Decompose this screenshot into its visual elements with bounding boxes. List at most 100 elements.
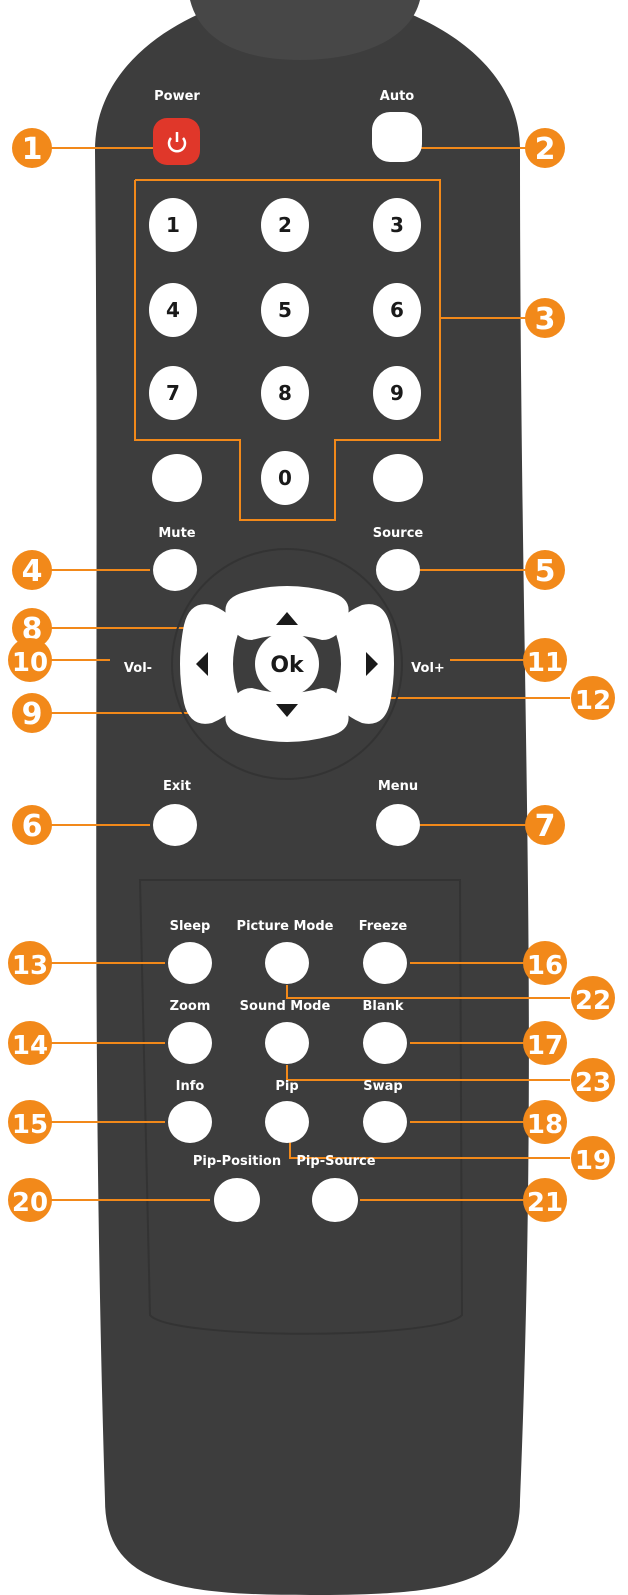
callout-9-number: 9 <box>22 697 43 732</box>
callout-4-badge <box>12 550 52 590</box>
key-0-button[interactable] <box>261 451 309 505</box>
callout-3-badge <box>525 298 565 338</box>
callout-7-number: 7 <box>535 809 556 844</box>
number-pad: 1 2 3 4 5 6 7 8 9 0 <box>149 198 423 505</box>
callout-22-number: 22 <box>575 986 611 1016</box>
callout-8-badge <box>12 608 52 648</box>
remote-top-cap <box>190 0 420 60</box>
swap-button[interactable] <box>363 1101 407 1143</box>
callout-13-badge <box>8 941 52 985</box>
callout-19-number: 19 <box>575 1146 611 1176</box>
key-5-button[interactable] <box>261 283 309 337</box>
arrow-up-icon <box>276 612 298 625</box>
key-6-button[interactable] <box>373 283 421 337</box>
pip-position-button[interactable] <box>214 1178 260 1222</box>
arrow-down-icon <box>276 704 298 717</box>
freeze-button[interactable] <box>363 942 407 984</box>
callout-15-number: 15 <box>12 1110 48 1140</box>
dpad-right-button[interactable] <box>336 604 394 724</box>
callout-14-number: 14 <box>12 1031 48 1061</box>
pip-source-button[interactable] <box>312 1178 358 1222</box>
pip-button[interactable] <box>265 1101 309 1143</box>
sleep-label: Sleep <box>170 919 211 934</box>
power-button[interactable] <box>153 118 200 165</box>
lower-panel <box>138 879 464 1335</box>
info-button[interactable] <box>168 1101 212 1143</box>
callout-6-number: 6 <box>22 809 43 844</box>
callout-13-number: 13 <box>12 951 48 981</box>
ok-button[interactable] <box>255 632 319 696</box>
dpad-left-button[interactable] <box>180 604 238 724</box>
callout-11-badge <box>523 638 567 682</box>
callout-18-number: 18 <box>527 1110 563 1140</box>
blank-button[interactable] <box>363 1022 407 1064</box>
sleep-button[interactable] <box>168 942 212 984</box>
menu-button[interactable] <box>376 804 420 846</box>
source-button[interactable] <box>376 549 420 591</box>
key-7-button[interactable] <box>149 366 197 420</box>
pip-label: Pip <box>275 1079 298 1094</box>
vol-plus-label: Vol+ <box>411 661 445 676</box>
callout-21-badge <box>523 1178 567 1222</box>
callout-17-number: 17 <box>527 1031 563 1061</box>
callout-20-badge <box>8 1178 52 1222</box>
key-5-label: 5 <box>278 298 292 322</box>
freeze-label: Freeze <box>359 919 408 934</box>
callout-1-badge <box>12 128 52 168</box>
exit-button[interactable] <box>153 804 197 846</box>
blank-label: Blank <box>362 999 403 1014</box>
callout-6-badge <box>12 805 52 845</box>
dpad-ring <box>171 548 403 780</box>
source-label: Source <box>373 526 424 541</box>
power-label: Power <box>154 89 200 104</box>
key-7-label: 7 <box>166 381 180 405</box>
callout-4-number: 4 <box>22 554 43 589</box>
key-3-label: 3 <box>390 213 404 237</box>
callout-22-badge <box>571 976 615 1020</box>
auto-label: Auto <box>380 89 415 104</box>
callout-10-badge <box>8 638 52 682</box>
vol-minus-label: Vol- <box>124 661 152 676</box>
callout-23-badge <box>571 1058 615 1102</box>
sound-mode-button[interactable] <box>265 1022 309 1064</box>
key-4-button[interactable] <box>149 283 197 337</box>
callout-17-badge <box>523 1021 567 1065</box>
key-3-button[interactable] <box>373 198 421 252</box>
blank-key-right-button[interactable] <box>373 454 423 502</box>
callout-9-badge <box>12 693 52 733</box>
mute-button[interactable] <box>153 549 197 591</box>
callout-23-number: 23 <box>575 1068 611 1098</box>
arrow-right-icon <box>366 652 378 676</box>
callout-7-badge <box>525 805 565 845</box>
key-8-button[interactable] <box>261 366 309 420</box>
key-0-label: 0 <box>278 466 292 490</box>
key-8-label: 8 <box>278 381 292 405</box>
picture-mode-button[interactable] <box>265 942 309 984</box>
callout-1-number: 1 <box>22 132 43 167</box>
pip-position-label: Pip-Position <box>193 1154 281 1169</box>
info-label: Info <box>176 1079 205 1094</box>
callout-21-number: 21 <box>527 1188 563 1218</box>
callout-3-number: 3 <box>535 302 556 337</box>
swap-label: Swap <box>363 1079 402 1094</box>
picture-mode-label: Picture Mode <box>237 919 334 934</box>
blank-key-left-button[interactable] <box>152 454 202 502</box>
sound-mode-label: Sound Mode <box>240 999 331 1014</box>
callout-5-badge <box>525 550 565 590</box>
key-1-button[interactable] <box>149 198 197 252</box>
menu-label: Menu <box>378 779 418 794</box>
key-6-label: 6 <box>390 298 404 322</box>
arrow-left-icon <box>196 652 208 676</box>
zoom-button[interactable] <box>168 1022 212 1064</box>
key-1-label: 1 <box>166 213 180 237</box>
callout-20-number: 20 <box>12 1188 48 1218</box>
key-9-button[interactable] <box>373 366 421 420</box>
callout-5-number: 5 <box>535 554 556 589</box>
auto-button[interactable] <box>372 112 422 162</box>
callout-11-number: 11 <box>527 648 563 678</box>
callout-12-badge <box>571 676 615 720</box>
mute-label: Mute <box>158 526 195 541</box>
callout-12-number: 12 <box>575 686 611 716</box>
key-2-button[interactable] <box>261 198 309 252</box>
